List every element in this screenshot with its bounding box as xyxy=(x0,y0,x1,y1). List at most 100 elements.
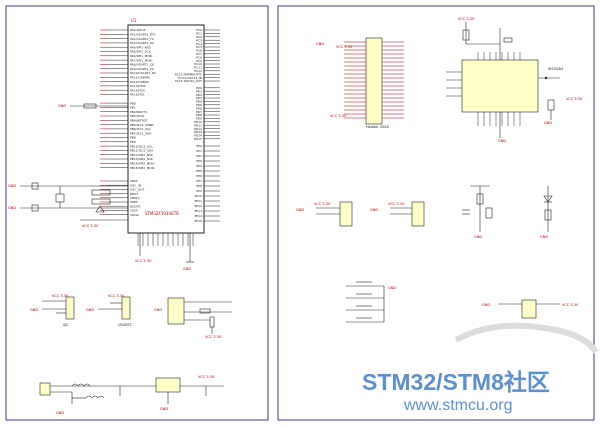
mcu-left-pins: PA0-WKUPPA1/USART2_RTSPA2/USART2_TXPA3/U… xyxy=(100,28,156,170)
mcu-right-pin-29: PD12 xyxy=(194,127,202,131)
mcu-gnd-label: GND xyxy=(183,267,191,271)
regulator-ic xyxy=(155,377,181,393)
mcu-left-pin-2: PA2/USART2_TX xyxy=(130,37,154,41)
mcu-left-pin-20: PB3/JTDO xyxy=(130,114,145,118)
mcu-left-pin-10: PA10/USART1_RX xyxy=(130,71,156,75)
osc-gnd-label-1: GND xyxy=(8,184,16,188)
led-block: GND xyxy=(540,186,553,239)
cap-gnd: GND xyxy=(474,235,482,239)
oscillator-circuit: GND GND VCC 3.3V xyxy=(8,182,128,228)
mcu-right-pin-20: PD3 xyxy=(196,96,202,100)
mcu-rlow-pin-8: PE8 xyxy=(196,184,202,188)
mcu-right-pin-17: PD0 xyxy=(196,86,202,90)
usart-gnd: GND xyxy=(30,308,38,312)
mcu-right-pin-10: PC10 xyxy=(194,62,202,66)
mcu-left-pin-9: PA9/USART1_TX xyxy=(130,67,154,71)
mcu-right-pin-23: PD6 xyxy=(196,106,202,110)
osc-gnd-label-2: GND xyxy=(8,206,16,210)
watermark-url: www.stmcu.org xyxy=(403,397,512,414)
small-ic-gnd: GND xyxy=(154,308,162,312)
mcu-rlow-pin-13: PE13 xyxy=(194,209,202,213)
mcu-left-pin-32: PB15/SPI2_MOSI xyxy=(130,166,155,170)
bottom-right-connector: GND VCC 3.3V xyxy=(482,299,579,319)
mcu-left-pin-29: PB12/SPI2_NSS xyxy=(130,153,153,157)
mcu-osc-pin-8: VDDA xyxy=(130,213,140,217)
mcu-left-pin-5: PA5/SPI1_SCK xyxy=(130,50,152,54)
mcu-right-lower-pins: PE0PE1PE2PE3PE4PE5PE6PE7PE8PE9PE10PE11PE… xyxy=(194,144,220,223)
mcu-left-pin-8: PA8/USART1_CK xyxy=(130,63,155,67)
flash-vcc-right: VCC 3.3V xyxy=(566,97,583,101)
led-icon xyxy=(543,195,553,203)
connector-sd: GND VCC 3.3V USART2 xyxy=(86,294,132,327)
mcu-rlow-pin-3: PE3 xyxy=(196,159,202,163)
mcu-osc-pin-0: VBAT xyxy=(130,179,138,183)
mcu-left-pin-25: PB8 xyxy=(130,136,136,140)
mcu-right-pin-4: PC4 xyxy=(196,42,202,46)
br-gnd: GND xyxy=(482,303,490,307)
lcd-connector: GND VCC 3.3V xyxy=(370,201,425,227)
mcu-left-pin-31: PB14/SPI2_MISO xyxy=(130,162,155,166)
mcu-right-pin-3: PC3 xyxy=(196,38,202,42)
flash-vcc: VCC 3.3V xyxy=(458,17,475,21)
mcu-right-pin-8: PC8 xyxy=(196,55,202,59)
mcu-block: U1 STM32F103VET6 PA0-WKUPPA1/USART2_RTSP… xyxy=(100,18,220,271)
mcu-rlow-pin-0: PE0 xyxy=(196,144,202,148)
mcu-left-pin-3: PA3/USART2_RX xyxy=(130,41,154,45)
mcu-left-pin-15: PA15/JTDI xyxy=(130,93,145,97)
mcu-left-pin-7: PA7/SPI1_MOSI xyxy=(130,58,152,62)
mcu-left-pin-14: PA14/JTCK xyxy=(130,88,146,92)
mcu-osc-pin-6: BOOT0 xyxy=(130,204,141,208)
mcu-osc-pin-4: VREF+ xyxy=(130,196,141,200)
mcu-rlow-pin-15: PE15 xyxy=(194,219,202,223)
mcu-right-pin-15: PC15-OSC32_OUT xyxy=(175,79,202,83)
br-vcc: VCC 3.3V xyxy=(562,303,579,307)
mcu-right-pin-24: PD7 xyxy=(196,110,202,114)
mcu-rlow-pin-4: PE4 xyxy=(196,164,202,168)
mcu-left-pin-30: PB13/SPI2_SCK xyxy=(130,157,154,161)
flash-gnd-right: GND xyxy=(544,121,552,125)
connector-usart: GND VCC 3.3V SD xyxy=(30,294,75,327)
mcu-right-pin-7: PC7 xyxy=(196,52,202,56)
power-circuit: GND GND VCC 3.3V xyxy=(39,375,224,415)
mcu-rlow-pin-11: PE11 xyxy=(194,199,202,203)
mcu-right-pins: PC0PC1PC2PC3PC4PC5PC6PC7PC8PC9PC10PC11PC… xyxy=(175,28,220,141)
mcu-rlow-pin-7: PE7 xyxy=(196,179,202,183)
mcu-right-pin-32: PD15 xyxy=(194,137,202,141)
header-label: Header 20X2 xyxy=(366,125,389,129)
header-20x2: Header 20X2 GND VCC 3.3V VCC 3.3V xyxy=(316,37,404,129)
mcu-left-pin-17: PB0 xyxy=(130,101,136,105)
mcu-right-pin-31: PD14 xyxy=(194,134,202,138)
mcu-left-pin-11: PA11/USBDM xyxy=(130,76,150,80)
mcu-rlow-pin-10: PE10 xyxy=(194,194,202,198)
mcu-body xyxy=(127,24,205,234)
mcu-right-pin-6: PC6 xyxy=(196,49,202,53)
sd-label: USART2 xyxy=(118,323,132,327)
header-pin-lines xyxy=(344,41,404,119)
mcu-left-pin-6: PA6/SPI1_MISO xyxy=(130,54,153,58)
sd-gnd: GND xyxy=(86,308,94,312)
mcu-rlow-pin-9: PE9 xyxy=(196,189,202,193)
mcu-right-pin-9: PC9 xyxy=(196,59,202,63)
left-sheet-border xyxy=(5,5,269,421)
watermark-title: STM32/STM8社区 xyxy=(362,369,550,395)
usart-vcc: VCC 3.3V xyxy=(52,294,69,298)
mcu-right-pin-13: PC13-TAMPER-RTC xyxy=(175,72,202,76)
mcu-right-pin-0: PC0 xyxy=(196,28,202,32)
mcu-left-pin-19: PB2/BOOT1 xyxy=(130,110,147,114)
mcu-right-pin-27: PD10 xyxy=(194,120,202,124)
mcu-osc-pins: VBATOSC_INOSC_OUTNRSTVREF+VREF-BOOT0VSSA… xyxy=(100,179,144,217)
mcu-left-pin-27: PB10/I2C2_SCL xyxy=(130,144,153,148)
mcu-rlow-pin-5: PE5 xyxy=(196,169,202,173)
mcu-right-pin-25: PD8 xyxy=(196,113,202,117)
mcu-rlow-pin-14: PE14 xyxy=(194,214,202,218)
mcu-left-pin-23: PB6/I2C1_SCL xyxy=(130,127,151,131)
mcu-left-pin-1: PA1/USART2_RTS xyxy=(130,33,156,37)
mcu-vcc-label: VCC 3.3V xyxy=(135,259,152,263)
flash-gnd-bottom: GND xyxy=(498,139,506,143)
header-vcc-top: VCC 3.3V xyxy=(336,45,353,49)
led-gnd: GND xyxy=(540,235,548,239)
mcu-left-pin-0: PA0-WKUP xyxy=(130,28,146,32)
mcu-osc-pin-1: OSC_IN xyxy=(130,183,141,187)
flash-ic: VCC 3.3V VCC 3.3V GND GND W25Q64 xyxy=(446,17,583,143)
